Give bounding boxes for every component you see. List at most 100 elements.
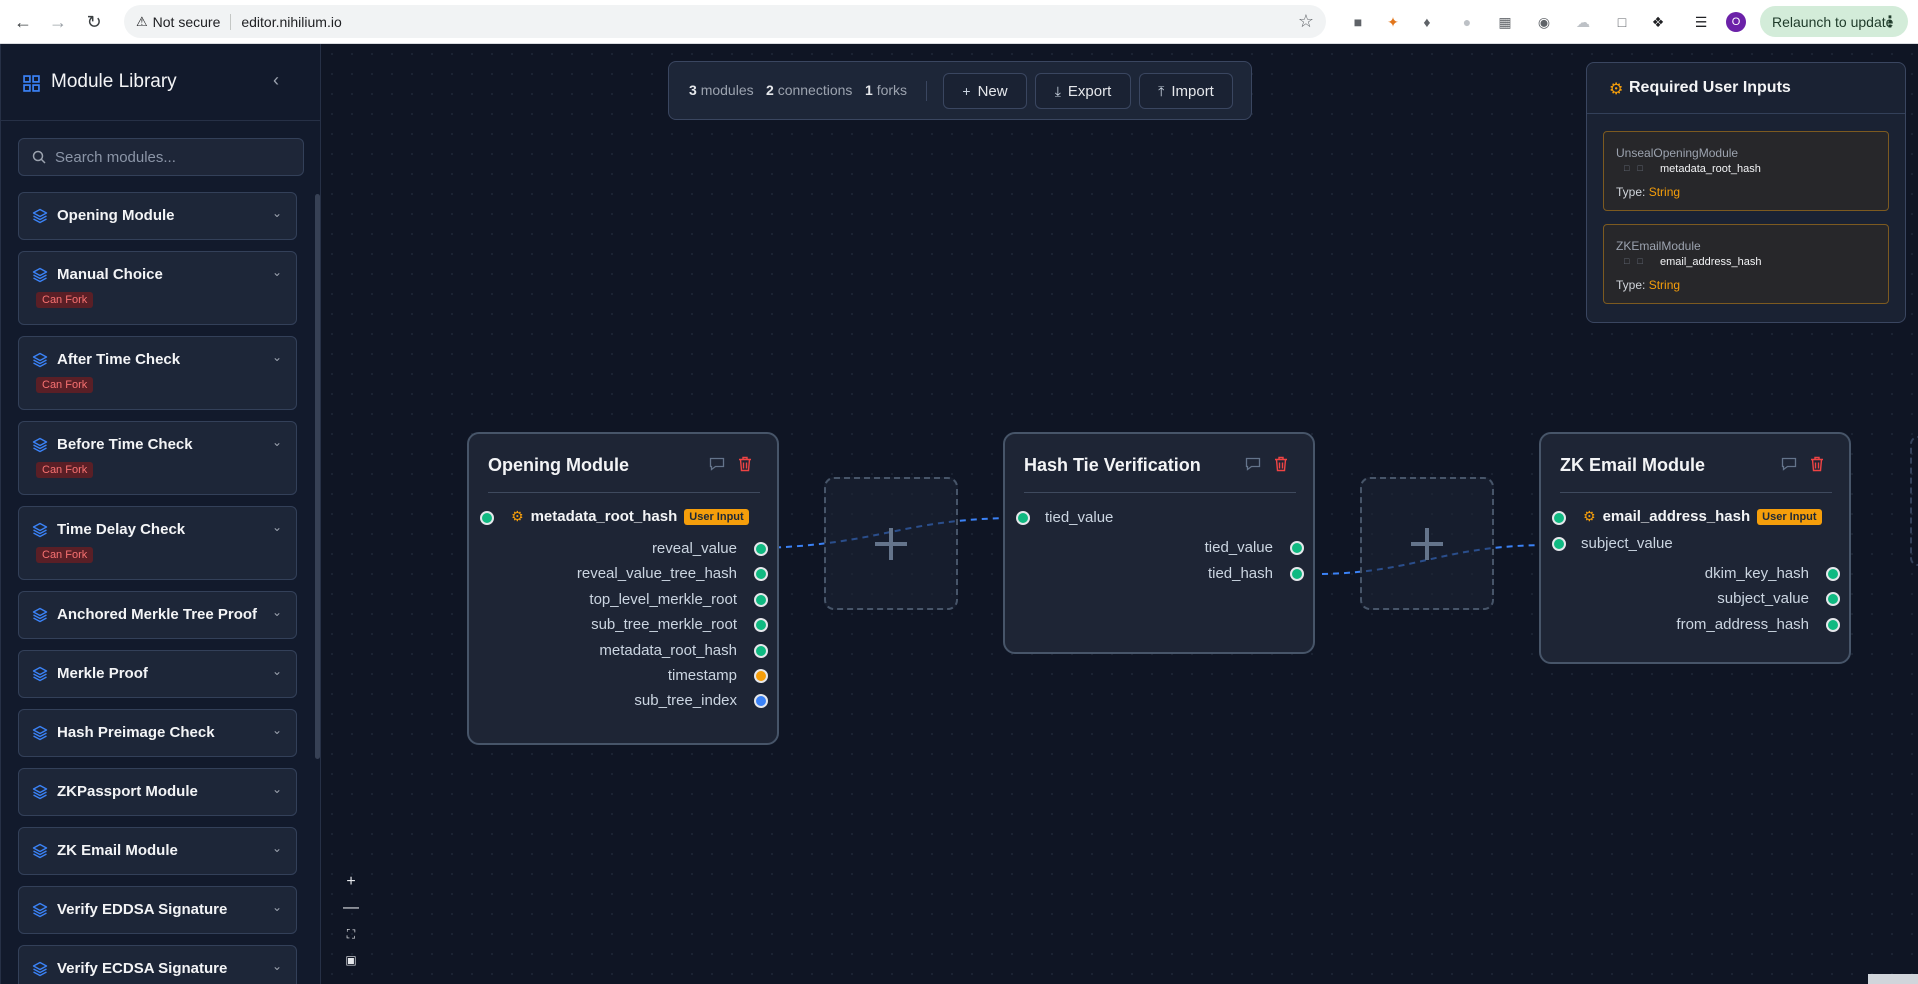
required-input-card[interactable]: UnsealOpeningModule □□ metadata_root_has… [1603,131,1889,211]
module-item[interactable]: ZK Email Module⌄ [18,827,297,875]
bookmark-star-icon[interactable]: ☆ [1298,11,1314,32]
node-title: ZK Email Module [1560,455,1705,476]
node-opening-module[interactable]: Opening Module ⚙ metadata_root_hash User… [467,432,779,745]
delete-icon[interactable] [1274,456,1288,472]
input-port[interactable] [1552,511,1566,525]
extension-plug-icon[interactable]: ♦ [1416,11,1438,33]
module-item[interactable]: Before Time Check⌄Can Fork [18,421,297,495]
comment-icon[interactable] [1781,457,1797,471]
module-item[interactable]: ZKPassport Module⌄ [18,768,297,816]
reload-icon[interactable]: ↻ [81,9,107,35]
input-port[interactable] [1552,537,1566,551]
output-port[interactable] [754,694,768,708]
output-port[interactable] [1826,618,1840,632]
zoom-out-icon[interactable]: — [338,895,364,921]
output-label: subject_value [1717,590,1809,607]
import-button[interactable]: ⤒ Import [1139,73,1233,109]
layers-icon [32,961,48,977]
zoom-in-icon[interactable]: + [338,869,364,895]
module-item[interactable]: Manual Choice⌄Can Fork [18,251,297,325]
comment-icon[interactable] [1245,457,1261,471]
user-input-icon: ⚙ [1609,79,1623,99]
offscreen-fork-slot[interactable] [1910,436,1918,566]
extension-disc-icon[interactable]: ● [1456,11,1478,33]
output-port[interactable] [754,644,768,658]
input-label: subject_value [1581,535,1673,552]
extension-globe-icon[interactable]: ◉ [1533,11,1555,33]
security-indicator[interactable]: ⚠ Not secure [136,14,220,30]
copy-comment-icons[interactable]: □□ [1624,163,1651,173]
chevron-down-icon[interactable]: ⌄ [272,350,282,364]
output-port[interactable] [754,618,768,632]
module-item[interactable]: Merkle Proof⌄ [18,650,297,698]
module-item[interactable]: After Time Check⌄Can Fork [18,336,297,410]
output-port[interactable] [1290,541,1304,555]
comment-icon[interactable] [709,457,725,471]
chevron-down-icon[interactable]: ⌄ [272,723,282,737]
chevron-down-icon[interactable]: ⌄ [272,435,282,449]
chevron-down-icon[interactable]: ⌄ [272,520,282,534]
profile-avatar[interactable]: O [1726,12,1746,32]
required-input-module: ZKEmailModule [1616,239,1701,253]
output-port[interactable] [1826,567,1840,581]
chevron-down-icon[interactable]: ⌄ [272,959,282,973]
export-button[interactable]: ⤓ Export [1035,73,1131,109]
search-input[interactable] [55,139,295,175]
chevron-down-icon[interactable]: ⌄ [272,265,282,279]
extension-folder-icon[interactable]: □ [1611,11,1633,33]
output-port[interactable] [754,567,768,581]
output-port[interactable] [1826,592,1840,606]
node-hash-tie-verification[interactable]: Hash Tie Verification tied_value tied_va… [1003,432,1315,654]
fork-slot[interactable] [1360,477,1494,610]
delete-icon[interactable] [1810,456,1824,472]
module-item[interactable]: Verify ECDSA Signature⌄ [18,945,297,984]
module-item[interactable]: Opening Module⌄ [18,192,297,240]
copy-comment-icons[interactable]: □□ [1624,256,1651,266]
extensions-puzzle-icon[interactable]: ❖ [1647,11,1669,33]
extension-cloud-icon[interactable]: ☁ [1572,11,1594,33]
fork-slot[interactable] [824,477,958,610]
toolbar-divider [926,81,927,101]
collapse-sidebar-icon[interactable]: ‹ [273,70,279,91]
import-label: Import [1171,83,1214,100]
output-port[interactable] [754,542,768,556]
chevron-down-icon[interactable]: ⌄ [272,782,282,796]
extension-cube-icon[interactable]: ■ [1347,11,1369,33]
forward-icon[interactable]: → [45,9,71,35]
lock-icon[interactable]: ▣ [338,947,364,973]
module-item[interactable]: Hash Preimage Check⌄ [18,709,297,757]
input-port[interactable] [1016,511,1030,525]
module-item[interactable]: Time Delay Check⌄Can Fork [18,506,297,580]
output-label: reveal_value [652,540,737,557]
delete-icon[interactable] [738,456,752,472]
module-search[interactable] [18,138,304,176]
user-input-badge: User Input [1757,509,1821,525]
output-port[interactable] [1290,567,1304,581]
can-fork-badge: Can Fork [36,462,93,478]
new-button[interactable]: + New [943,73,1027,109]
sidebar-scrollbar[interactable] [315,194,320,759]
fit-view-icon[interactable]: ⛶ [338,921,364,947]
required-input-card[interactable]: ZKEmailModule □□ email_address_hash Type… [1603,224,1889,304]
back-icon[interactable]: ← [10,9,36,35]
module-item-label: After Time Check [57,351,180,368]
output-port[interactable] [754,669,768,683]
input-port[interactable] [480,511,494,525]
media-queue-icon[interactable]: ☰ [1690,11,1712,33]
chevron-down-icon[interactable]: ⌄ [272,841,282,855]
module-item[interactable]: Verify EDDSA Signature⌄ [18,886,297,934]
chevron-down-icon[interactable]: ⌄ [272,664,282,678]
chevron-down-icon[interactable]: ⌄ [272,206,282,220]
kebab-menu-icon[interactable]: ⋮ [1882,12,1898,32]
extension-fox-icon[interactable]: ✦ [1382,11,1404,33]
url-text[interactable]: editor.nihilium.io [241,14,341,30]
relaunch-button[interactable]: Relaunch to update ⋮ [1760,6,1908,37]
address-bar[interactable]: ⚠ Not secure editor.nihilium.io ☆ [124,5,1326,38]
extension-window-icon[interactable]: ▦ [1494,11,1516,33]
module-item[interactable]: Anchored Merkle Tree Proof⌄ [18,591,297,639]
chevron-down-icon[interactable]: ⌄ [272,900,282,914]
output-port[interactable] [754,593,768,607]
chevron-down-icon[interactable]: ⌄ [272,605,282,619]
node-zk-email-module[interactable]: ZK Email Module ⚙ email_address_hash Use… [1539,432,1851,664]
flow-canvas[interactable]: 3 modules 2 connections 1 forks + New ⤓ … [322,44,1918,984]
